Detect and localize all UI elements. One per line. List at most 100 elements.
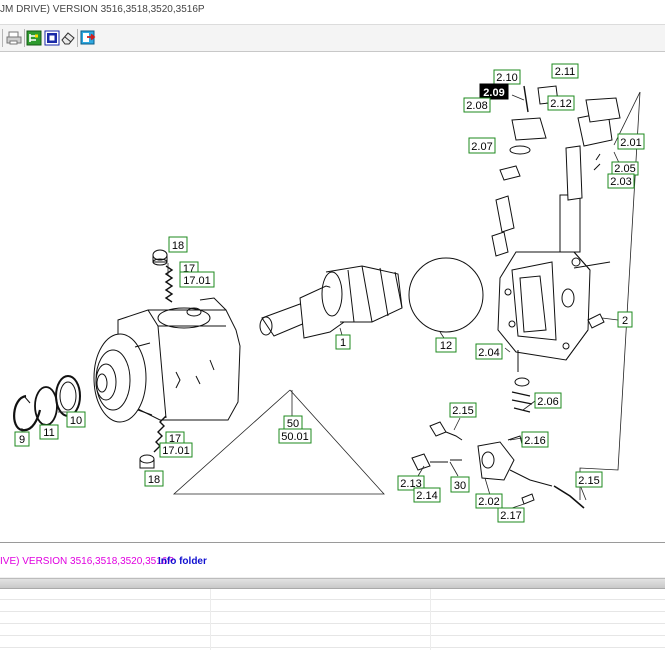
- spring-2-06: [511, 391, 533, 413]
- plug-18-bottom: [139, 454, 155, 469]
- callout[interactable]: 50.01: [278, 428, 312, 444]
- parts-list-header: [0, 578, 665, 589]
- callout[interactable]: 2.17: [497, 507, 525, 523]
- svg-text:30: 30: [454, 480, 466, 492]
- cap-2-06: [514, 377, 530, 387]
- callout[interactable]: 11: [39, 424, 59, 440]
- ring-12: [408, 257, 484, 333]
- callout[interactable]: 2.07: [468, 137, 496, 154]
- bolt: [573, 261, 611, 269]
- grid-row-line: [0, 599, 665, 600]
- callout[interactable]: 2.10: [493, 69, 521, 85]
- svg-text:17.01: 17.01: [183, 275, 211, 287]
- exploded-parts-diagram: 18 17 17.01 1 12 2.10 2.09 2.08 2.11 2.1…: [0, 52, 665, 543]
- svg-text:2.10: 2.10: [496, 72, 517, 84]
- grid-row-line: [0, 623, 665, 624]
- plug-18-top: [152, 249, 168, 266]
- grid-col-line: [430, 589, 431, 650]
- svg-text:2.06: 2.06: [537, 396, 558, 408]
- svg-text:50.01: 50.01: [281, 431, 309, 443]
- seal-10: [55, 375, 81, 417]
- callout[interactable]: 18: [144, 470, 164, 487]
- svg-text:2.04: 2.04: [478, 347, 499, 359]
- callout[interactable]: 2.03: [607, 173, 635, 189]
- tree-icon[interactable]: [26, 30, 42, 46]
- select-icon[interactable]: [44, 30, 60, 46]
- svg-text:12: 12: [440, 340, 452, 352]
- svg-text:2.02: 2.02: [478, 496, 499, 508]
- callout[interactable]: 10: [66, 411, 86, 428]
- callout[interactable]: 2.02: [475, 493, 503, 509]
- svg-text:17.01: 17.01: [162, 445, 190, 457]
- info-folder-link[interactable]: Info folder: [158, 556, 207, 567]
- grid-row-line: [0, 647, 665, 648]
- toolbar-separator: [77, 29, 78, 47]
- callout[interactable]: 30: [450, 476, 470, 493]
- callout[interactable]: 2.01: [617, 133, 645, 150]
- svg-text:2: 2: [622, 315, 628, 327]
- callout[interactable]: 2.15: [449, 402, 477, 418]
- toolbar-separator: [24, 29, 25, 47]
- svg-text:2.01: 2.01: [620, 137, 641, 149]
- svg-text:10: 10: [70, 415, 82, 427]
- svg-text:2.09: 2.09: [483, 87, 504, 99]
- status-bar: IVE) VERSION 3516,3518,3520,3516P Info f…: [0, 543, 665, 577]
- callout[interactable]: 2.06: [534, 392, 562, 409]
- version-text: IVE) VERSION 3516,3518,3520,3516P: [0, 556, 175, 567]
- callout[interactable]: 12: [435, 337, 457, 353]
- svg-text:2.15: 2.15: [578, 475, 599, 487]
- svg-text:2.14: 2.14: [416, 490, 437, 502]
- callout-selected[interactable]: 2.09: [479, 83, 509, 100]
- callout[interactable]: 2.15: [575, 471, 603, 488]
- callout[interactable]: 2: [617, 311, 633, 328]
- window-title: JM DRIVE) VERSION 3516,3518,3520,3516P: [0, 4, 205, 15]
- svg-text:2.11: 2.11: [555, 66, 576, 78]
- svg-text:11: 11: [43, 427, 54, 439]
- svg-text:2.07: 2.07: [471, 141, 492, 153]
- svg-text:18: 18: [172, 240, 184, 252]
- screw-2: [587, 313, 605, 329]
- control-stem-2-01: [559, 97, 621, 253]
- callout[interactable]: 17.01: [159, 442, 193, 458]
- callout[interactable]: 1: [335, 334, 351, 350]
- callout[interactable]: 50: [283, 415, 303, 431]
- callout[interactable]: 2.16: [521, 431, 549, 448]
- grid-row-line: [0, 611, 665, 612]
- svg-text:2.16: 2.16: [524, 435, 545, 447]
- svg-text:1: 1: [340, 337, 346, 349]
- callout[interactable]: 2.05: [611, 161, 639, 176]
- callout[interactable]: 2.13: [397, 475, 425, 491]
- callout[interactable]: 2.04: [475, 343, 503, 360]
- grid-col-line: [210, 589, 211, 650]
- spring-17-bottom: [153, 415, 167, 453]
- parts-list-grid[interactable]: [0, 589, 665, 650]
- callout[interactable]: 18: [168, 236, 188, 253]
- svg-text:2.12: 2.12: [550, 98, 571, 110]
- svg-text:2.17: 2.17: [500, 510, 521, 522]
- svg-text:17: 17: [169, 433, 181, 445]
- eraser-icon[interactable]: [60, 30, 76, 46]
- svg-text:2.13: 2.13: [400, 478, 421, 490]
- callout[interactable]: 2.08: [463, 97, 491, 113]
- spring-17-top: [164, 265, 174, 303]
- svg-text:2.05: 2.05: [614, 163, 635, 175]
- svg-text:2.08: 2.08: [466, 100, 487, 112]
- toolbar: [0, 25, 665, 52]
- callout[interactable]: 2.12: [547, 95, 575, 111]
- callout[interactable]: 9: [14, 431, 30, 447]
- valve-body-2-02: [411, 421, 585, 509]
- callout[interactable]: 17.01: [179, 271, 215, 288]
- o-ring-11: [34, 386, 58, 426]
- export-icon[interactable]: [80, 30, 96, 46]
- svg-text:2.15: 2.15: [452, 405, 473, 417]
- parts-drawing: 18 17 17.01 1 12 2.10 2.09 2.08 2.11 2.1…: [13, 63, 645, 523]
- svg-text:2.03: 2.03: [610, 176, 631, 188]
- rotating-group-1: [259, 265, 403, 339]
- valve-body-2-07: [491, 85, 559, 257]
- window-titlebar: JM DRIVE) VERSION 3516,3518,3520,3516P: [0, 0, 665, 25]
- valve-plate-2: [497, 251, 591, 361]
- print-icon[interactable]: [6, 30, 22, 46]
- pump-housing: [93, 297, 241, 423]
- callout[interactable]: 2.11: [551, 63, 579, 79]
- callout[interactable]: 2.14: [413, 487, 441, 503]
